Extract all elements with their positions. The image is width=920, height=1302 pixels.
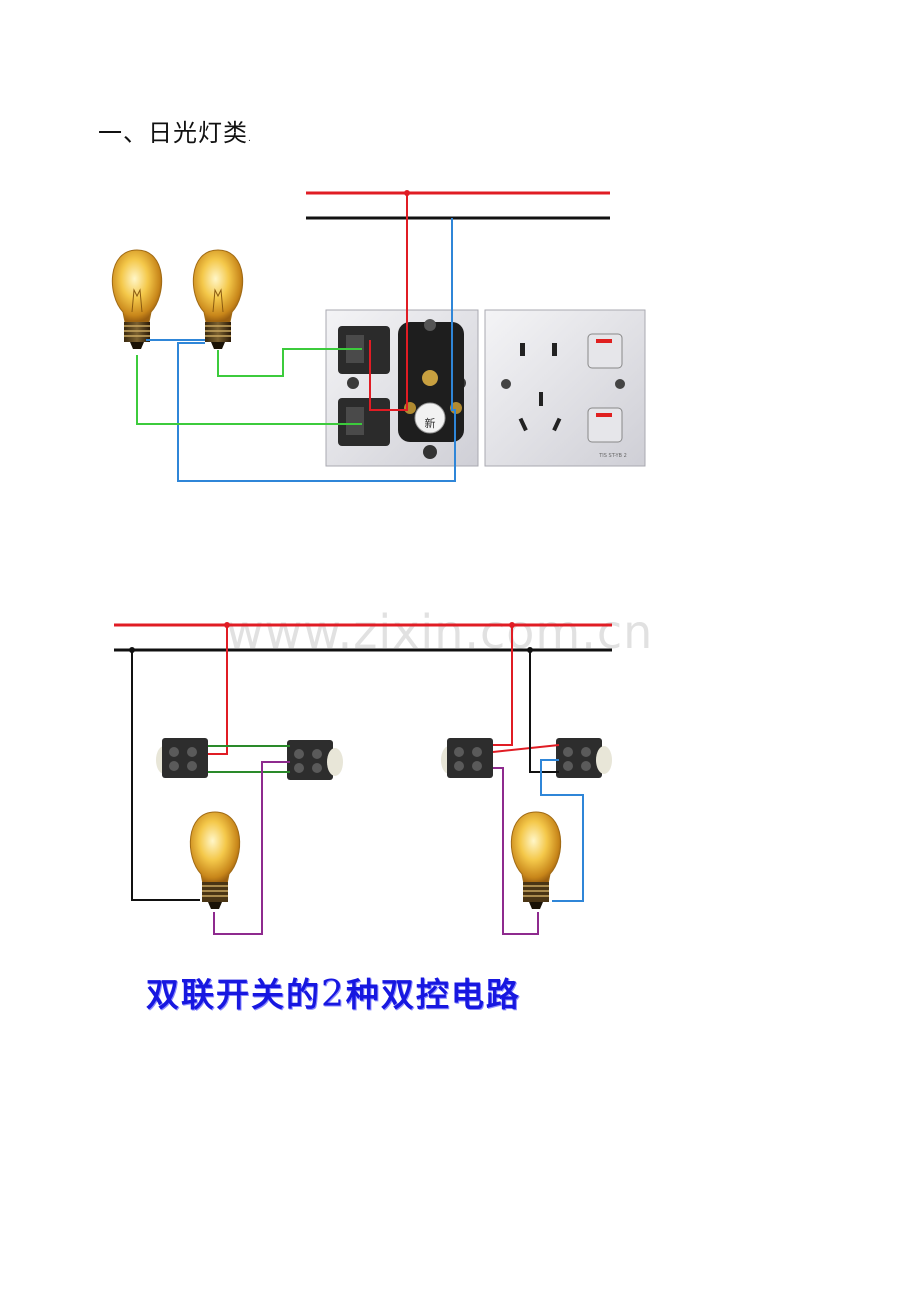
socket-center-label: 新 xyxy=(425,416,436,430)
double-switch-icon xyxy=(556,738,612,778)
blue-wire xyxy=(540,759,584,902)
blue-wire xyxy=(177,218,456,482)
double-switch-icon xyxy=(287,740,343,780)
rocker-switch-icon xyxy=(587,333,623,369)
green-wire xyxy=(136,355,362,425)
caption-before: 双联开关的 xyxy=(146,975,321,1014)
black-wire xyxy=(529,650,559,773)
green-wire xyxy=(217,348,362,377)
light-bulb-icon xyxy=(189,811,241,910)
double-switch-icon xyxy=(156,738,208,778)
red-wire xyxy=(208,625,228,755)
page-title: 一、日光灯类. xyxy=(98,113,252,148)
rocker-switch-icon xyxy=(587,407,623,443)
fluorescent-wiring-diagram: 新 TIS ST-YB 2 xyxy=(111,190,646,482)
red-wire xyxy=(492,744,560,753)
red-wire xyxy=(493,625,513,746)
purple-wire xyxy=(213,761,290,935)
wall-socket-icon: TIS ST-YB 2 xyxy=(484,309,646,467)
page-title-mark: . xyxy=(248,134,252,144)
red-wire xyxy=(369,193,408,411)
black-wire xyxy=(131,650,200,901)
caption-number: 2 xyxy=(321,974,346,1015)
diagram-caption: 双联开关的2种双控电路 xyxy=(146,968,521,1016)
page-title-text: 一、日光灯类 xyxy=(98,119,248,147)
light-bulb-icon xyxy=(510,811,562,910)
caption-after: 种双控电路 xyxy=(345,975,521,1014)
socket-model-mark: TIS ST-YB 2 xyxy=(598,453,627,459)
double-switch-icon xyxy=(441,738,493,778)
purple-wire xyxy=(493,767,539,935)
